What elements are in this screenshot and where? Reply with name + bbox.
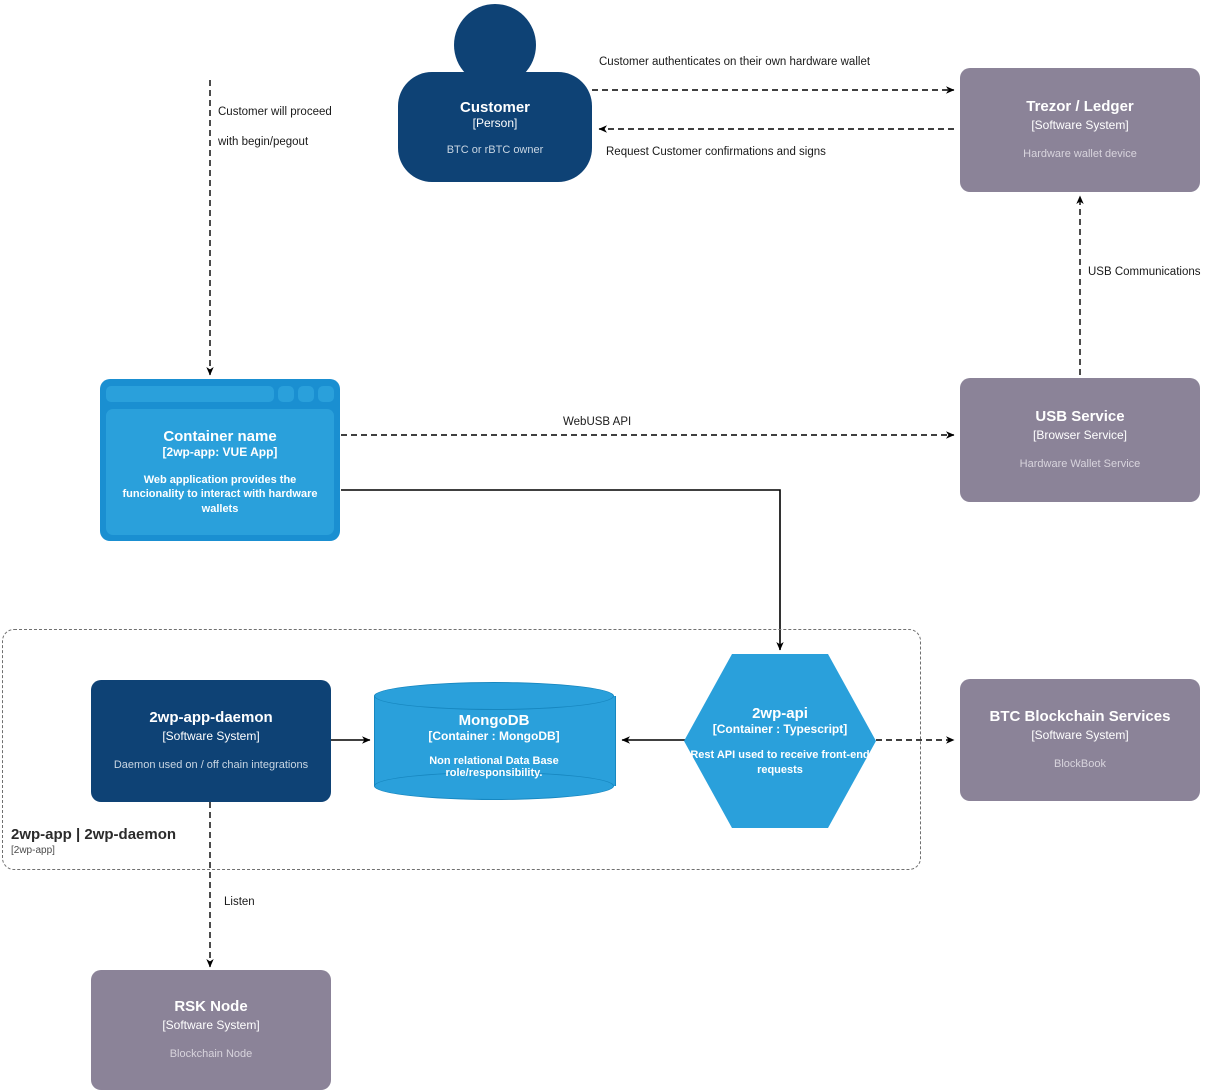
browser-chrome [106, 385, 334, 403]
person-body: Customer [Person] BTC or rBTC owner [398, 72, 592, 182]
node-api-desc: Rest API used to receive front-end reque… [690, 749, 870, 776]
node-customer-desc: BTC or rBTC owner [446, 143, 544, 156]
node-rsk-node[interactable]: RSK Node [Software System] Blockchain No… [91, 970, 331, 1090]
node-btc-desc: BlockBook [1054, 758, 1106, 771]
node-webapp-desc: Web application provides the funcionalit… [122, 474, 318, 515]
boundary-2wp-app [2, 629, 921, 870]
edge-label-request-confirmations: Request Customer confirmations and signs [606, 146, 826, 158]
node-trezor-desc: Hardware wallet device [1023, 148, 1137, 161]
browser-button-1-icon [278, 386, 294, 402]
edge-label-listen: Listen [224, 896, 255, 908]
node-rsk-desc: Blockchain Node [169, 1048, 253, 1061]
node-webapp-title: Container name [163, 428, 277, 446]
node-trezor-type: [Software System] [1031, 118, 1129, 133]
node-rsk-type: [Software System] [162, 1018, 260, 1033]
node-2wp-app-daemon[interactable]: 2wp-app-daemon [Software System] Daemon … [91, 680, 331, 802]
cylinder-top [374, 682, 614, 710]
cylinder-label: MongoDB [Container : MongoDB] Non relati… [374, 700, 614, 790]
edge-label-webusb-api: WebUSB API [563, 416, 632, 428]
node-daemon-title: 2wp-app-daemon [149, 709, 273, 727]
node-mongodb[interactable]: MongoDB [Container : MongoDB] Non relati… [374, 682, 616, 800]
node-mongodb-title: MongoDB [458, 711, 530, 729]
node-usb-service-desc: Hardware Wallet Service [1019, 458, 1141, 471]
hexagon-shape [684, 654, 876, 828]
edge-label-customer-proceed-line1: Customer will proceed [218, 106, 332, 118]
node-trezor-ledger[interactable]: Trezor / Ledger [Software System] Hardwa… [960, 68, 1200, 192]
boundary-title: 2wp-app | 2wp-daemon [11, 826, 177, 843]
node-usb-service[interactable]: USB Service [Browser Service] Hardware W… [960, 378, 1200, 502]
node-trezor-title: Trezor / Ledger [1026, 98, 1134, 116]
edge-label-authenticates: Customer authenticates on their own hard… [599, 56, 871, 68]
node-2wp-api[interactable]: 2wp-api [Container : Typescript] Rest AP… [684, 654, 876, 828]
node-webapp-container[interactable]: Container name [2wp-app: VUE App] Web ap… [100, 379, 340, 541]
node-customer-type: [Person] [472, 115, 518, 130]
edge-label-usb-communications: USB Communications [1088, 266, 1201, 278]
node-btc-blockchain-services[interactable]: BTC Blockchain Services [Software System… [960, 679, 1200, 801]
node-btc-title: BTC Blockchain Services [989, 708, 1171, 726]
browser-viewport: Container name [2wp-app: VUE App] Web ap… [106, 409, 334, 535]
node-mongodb-type: [Container : MongoDB] [428, 728, 560, 743]
node-api-title: 2wp-api [752, 705, 808, 723]
node-rsk-title: RSK Node [174, 998, 248, 1016]
node-daemon-desc: Daemon used on / off chain integrations [113, 759, 309, 772]
node-webapp-type: [2wp-app: VUE App] [162, 445, 278, 460]
boundary-type: [2wp-app] [11, 845, 55, 856]
hexagon-label: 2wp-api [Container : Typescript] Rest AP… [684, 654, 876, 828]
browser-address-bar [106, 386, 274, 402]
browser-button-2-icon [298, 386, 314, 402]
node-customer-title: Customer [459, 98, 530, 116]
edge-webapp-to-api [341, 489, 784, 651]
node-daemon-type: [Software System] [162, 729, 260, 744]
browser-button-3-icon [318, 386, 334, 402]
node-api-type: [Container : Typescript] [712, 722, 848, 737]
node-usb-service-title: USB Service [1035, 408, 1125, 426]
node-mongodb-desc: Non relational Data Base role/responsibi… [429, 754, 559, 779]
edge-label-customer-proceed-line2: with begin/pegout [218, 136, 309, 148]
node-usb-service-type: [Browser Service] [1032, 428, 1128, 443]
cylinder-bottom [374, 772, 614, 800]
cylinder-body [374, 696, 616, 786]
node-btc-type: [Software System] [1031, 728, 1129, 743]
boundary-label: 2wp-app | 2wp-daemon [2wp-app] [11, 826, 176, 856]
node-customer[interactable]: Customer [Person] BTC or rBTC owner [398, 4, 592, 182]
